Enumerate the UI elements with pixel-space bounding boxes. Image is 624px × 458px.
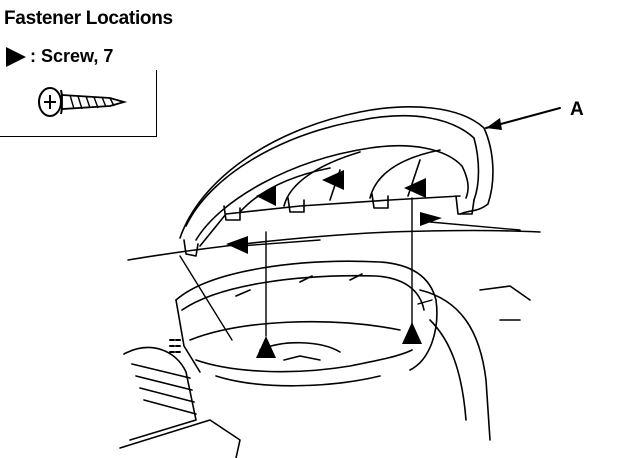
screw-marker-3 bbox=[404, 178, 426, 198]
screw-marker-5 bbox=[226, 236, 248, 254]
gauge-cluster bbox=[175, 260, 438, 371]
screw-marker-2 bbox=[322, 170, 344, 190]
screw-markers bbox=[226, 170, 442, 358]
triangle-arrow-icon bbox=[6, 46, 26, 67]
screw-marker-4 bbox=[420, 212, 442, 226]
screw-marker-7 bbox=[402, 322, 422, 344]
screw-illustration-box bbox=[0, 70, 157, 137]
air-vent bbox=[123, 346, 197, 441]
dashboard-top-edge bbox=[127, 229, 541, 261]
screw-marker-1 bbox=[256, 186, 276, 206]
legend-text: : Screw, 7 bbox=[30, 46, 114, 66]
screw-icon bbox=[38, 87, 128, 117]
callout-label-a: A bbox=[570, 99, 584, 120]
visor-shell bbox=[179, 106, 494, 239]
legend: : Screw, 7 bbox=[6, 46, 113, 67]
screw-marker-6 bbox=[256, 336, 276, 358]
page-title: Fastener Locations bbox=[4, 8, 173, 29]
